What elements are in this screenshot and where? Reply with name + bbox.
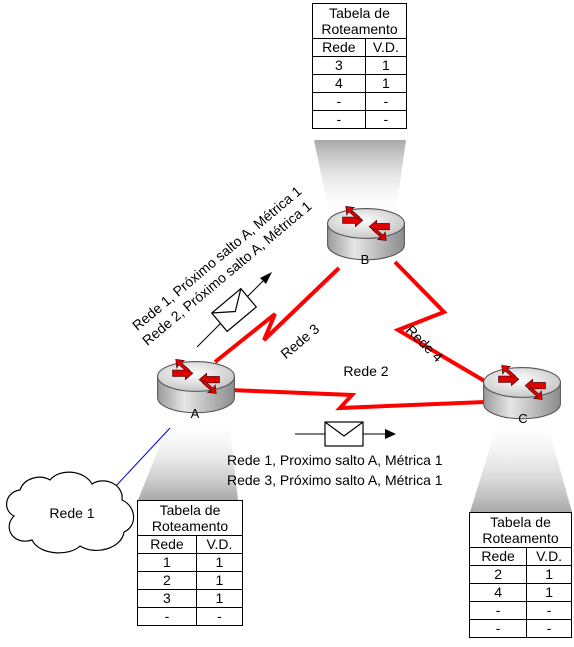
message-c-line-1: Rede 1, Proximo salto A, Métrica 1: [227, 452, 443, 468]
table-cell: 1: [137, 553, 197, 572]
table-b-title-line-1: Tabela de: [329, 5, 390, 21]
router-a-label: A: [191, 406, 200, 421]
message-a-up-arrowhead-icon: [260, 272, 272, 284]
router-c-label: C: [518, 411, 527, 426]
table-a-header-vd: V.D.: [195, 535, 244, 554]
table-cell: 3: [137, 589, 197, 608]
link-label-rede-3: Rede 3: [277, 320, 322, 361]
table-c-header-rede: Rede: [468, 547, 528, 566]
link-b-c[interactable]: [393, 260, 495, 388]
router-b-label: B: [361, 252, 370, 267]
table-cell: -: [312, 92, 366, 111]
table-cell: -: [526, 619, 572, 638]
table-cell: -: [312, 110, 366, 129]
message-c-line-2: Rede 3, Próximo salto A, Métrica 1: [227, 472, 443, 488]
table-cell: 1: [195, 553, 244, 572]
table-b-header-rede: Rede: [312, 38, 366, 57]
table-cell: 4: [312, 74, 366, 93]
table-b-header-vd: V.D.: [364, 38, 408, 57]
table-c-title-line-1: Tabela de: [490, 514, 551, 530]
message-a-to-c: [295, 421, 396, 447]
cloud-link-line: [114, 427, 171, 488]
table-cell: 3: [312, 56, 366, 75]
table-b-shade: [314, 140, 406, 218]
table-cell: 1: [364, 56, 408, 75]
table-cell: 1: [526, 565, 572, 584]
envelope-icon-c: [324, 421, 364, 447]
table-cell: 4: [468, 583, 528, 602]
link-label-rede-2: Rede 2: [343, 363, 388, 379]
table-c-title-line-2: Roteamento: [482, 530, 559, 546]
table-cell: -: [195, 607, 244, 626]
router-a[interactable]: A: [157, 358, 235, 421]
message-a-to-c-arrowhead-icon: [385, 429, 396, 439]
table-cell: -: [137, 607, 197, 626]
cloud-label: Rede 1: [49, 505, 94, 521]
table-cell: 1: [195, 571, 244, 590]
cloud-rede-1[interactable]: Rede 1: [6, 471, 135, 554]
table-cell: -: [468, 619, 528, 638]
table-a-title-line-1: Tabela de: [159, 502, 221, 518]
table-row: --: [468, 619, 572, 638]
router-c[interactable]: C: [483, 364, 561, 426]
table-c-shade: [470, 415, 572, 512]
table-b-title-line-2: Roteamento: [321, 21, 398, 37]
table-a-header-rede: Rede: [137, 535, 197, 554]
cloud-icon: [6, 471, 135, 554]
table-row: --: [137, 607, 244, 626]
table-row: --: [312, 92, 408, 111]
table-cell: 2: [137, 571, 197, 590]
link-a-c[interactable]: [229, 388, 486, 411]
table-cell: -: [364, 92, 408, 111]
table-cell: -: [526, 601, 572, 620]
table-cell: 2: [468, 565, 528, 584]
table-a-shade: [138, 415, 238, 500]
table-a-title-line-2: Roteamento: [151, 518, 229, 534]
link-a-b[interactable]: [213, 266, 341, 364]
table-cell: 1: [195, 589, 244, 608]
table-cell: -: [468, 601, 528, 620]
router-b[interactable]: B: [327, 205, 405, 267]
link-label-rede-4: Rede 4: [403, 322, 446, 365]
table-cell: 1: [526, 583, 572, 602]
table-cell: -: [364, 110, 408, 129]
message-a-up: [196, 272, 272, 348]
table-c-header-vd: V.D.: [526, 547, 572, 566]
table-row: --: [468, 601, 572, 620]
table-cell: 1: [364, 74, 408, 93]
table-row: --: [312, 110, 408, 129]
